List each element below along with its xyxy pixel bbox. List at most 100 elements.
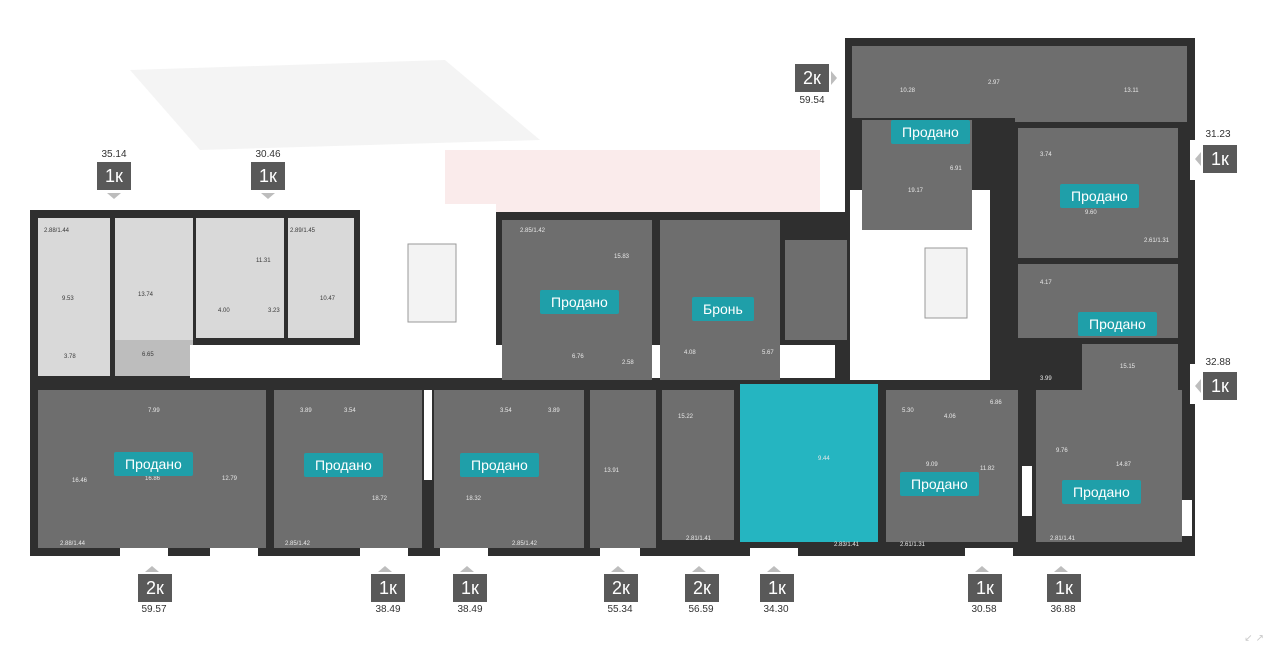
room-label: 4.08 (684, 350, 696, 356)
unit-tr-top2[interactable] (1015, 46, 1187, 122)
room-type-badge[interactable]: 1к (1047, 574, 1081, 602)
room-label: 15.83 (614, 254, 630, 260)
room-label: 3.54 (500, 408, 512, 414)
arrow-up-icon (378, 566, 392, 572)
expand-icon[interactable]: ↙ ↗ (1244, 633, 1264, 644)
room-label: 16.46 (72, 478, 88, 484)
room-label: 2.88/1.44 (60, 541, 86, 547)
room-type-badge[interactable]: 2к (138, 574, 172, 602)
arrow-up-icon (1054, 566, 1068, 572)
unit-area: 34.30 (763, 604, 789, 615)
elevator-left (407, 243, 457, 323)
window (600, 548, 640, 556)
room-label: 9.09 (926, 462, 938, 468)
room-type-badge[interactable]: 1к (371, 574, 405, 602)
unit-b5[interactable] (662, 390, 734, 540)
window (210, 548, 258, 556)
room-label: 3.78 (64, 354, 76, 360)
arrow-up-icon (767, 566, 781, 572)
room-label: 5.30 (902, 408, 914, 414)
unit-tl3[interactable] (196, 218, 284, 338)
unit-b7[interactable] (886, 390, 1018, 542)
status-label-reserved[interactable]: Бронь (692, 297, 754, 321)
status-label-sold[interactable]: Продано (114, 452, 193, 476)
room-label: 2.89/1.45 (290, 228, 316, 234)
arrow-up-icon (692, 566, 706, 572)
room-label: 14.87 (1116, 462, 1132, 468)
unit-b4[interactable] (590, 390, 656, 548)
status-label-sold[interactable]: Продано (540, 290, 619, 314)
room-label: 4.17 (1040, 280, 1052, 286)
room-type-badge[interactable]: 1к (760, 574, 794, 602)
unit-b8[interactable] (1036, 390, 1182, 542)
room-label: 3.23 (268, 308, 280, 314)
room-label: 6.76 (572, 354, 584, 360)
window (750, 548, 798, 556)
room-label: 2.61/1.31 (900, 542, 926, 548)
arrow-up-icon (145, 566, 159, 572)
room-type-badge[interactable]: 2к (795, 64, 829, 92)
unit-area: 30.58 (971, 604, 997, 615)
room-type-badge[interactable]: 1к (1203, 145, 1237, 173)
room-type-badge[interactable]: 1к (968, 574, 1002, 602)
unit-ct3[interactable] (785, 240, 847, 340)
room-label: 13.91 (604, 468, 620, 474)
room-label: 9.60 (1085, 210, 1097, 216)
window (1182, 500, 1192, 536)
room-type-badge[interactable]: 2к (685, 574, 719, 602)
status-label-sold[interactable]: Продано (304, 453, 383, 477)
unit-area: 30.46 (255, 149, 281, 160)
room-type-badge[interactable]: 1к (251, 162, 285, 190)
room-label: 2.58 (622, 360, 634, 366)
arrow-right-icon (831, 71, 837, 85)
status-label-sold[interactable]: Продано (1060, 184, 1139, 208)
unit-tl1[interactable] (38, 218, 110, 376)
window (440, 548, 488, 556)
shaft-b (424, 390, 432, 480)
room-label: 11.82 (980, 466, 995, 472)
room-label: 15.15 (1120, 364, 1136, 370)
arrow-left-icon (1195, 379, 1201, 393)
window (120, 548, 168, 556)
unit-area: 32.88 (1205, 357, 1231, 368)
room-label: 6.91 (950, 166, 962, 172)
room-label: 2.85/1.42 (285, 541, 311, 547)
status-label-sold[interactable]: Продано (460, 453, 539, 477)
room-label: 2.61/1.31 (1144, 238, 1170, 244)
room-label: 3.89 (300, 408, 312, 414)
status-label-sold[interactable]: Продано (1078, 312, 1157, 336)
room-type-badge[interactable]: 1к (453, 574, 487, 602)
unit-b6-highlighted[interactable] (740, 384, 878, 542)
room-label: 10.47 (320, 296, 336, 302)
room-label: 2.81/1.41 (686, 536, 712, 542)
shaft-c (1022, 466, 1032, 516)
arrow-up-icon (611, 566, 625, 572)
room-label: 3.74 (1040, 152, 1052, 158)
unit-tl4[interactable] (288, 218, 354, 338)
watermark-shape (130, 60, 540, 150)
unit-tl-hall (115, 340, 193, 376)
status-label-sold[interactable]: Продано (1062, 480, 1141, 504)
room-label: 11.31 (256, 258, 271, 264)
unit-area: 59.54 (799, 95, 825, 106)
status-label-sold[interactable]: Продано (891, 120, 970, 144)
status-label-sold[interactable]: Продано (900, 472, 979, 496)
room-label: 5.67 (762, 350, 774, 356)
room-label: 16.86 (145, 476, 161, 482)
room-label: 2.83/1.41 (834, 542, 860, 548)
room-label: 6.86 (990, 400, 1002, 406)
arrow-left-icon (1195, 152, 1201, 166)
room-type-badge[interactable]: 1к (1203, 372, 1237, 400)
arrow-down-icon (261, 193, 275, 199)
room-label: 2.85/1.42 (512, 541, 538, 547)
room-label: 10.28 (900, 88, 916, 94)
room-label: 15.22 (678, 414, 694, 420)
room-label: 2.85/1.42 (520, 228, 546, 234)
room-label: 13.74 (138, 292, 154, 298)
window (1190, 364, 1195, 404)
room-type-badge[interactable]: 2к (604, 574, 638, 602)
unit-tr-top[interactable] (852, 46, 1022, 118)
room-type-badge[interactable]: 1к (97, 162, 131, 190)
arrow-up-icon (460, 566, 474, 572)
